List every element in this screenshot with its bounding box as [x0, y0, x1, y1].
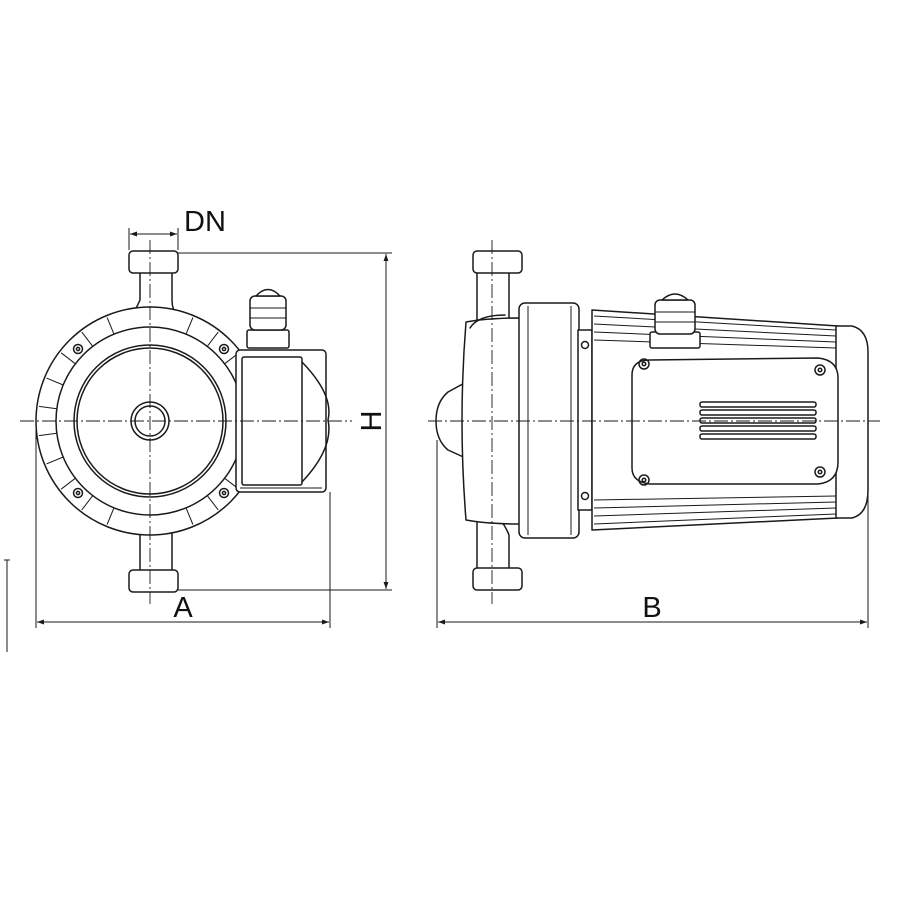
motor-fin	[593, 507, 837, 517]
nameplate	[631, 357, 839, 486]
dimension-dn: DN	[128, 206, 226, 250]
housing-rib	[106, 317, 115, 335]
terminal-box	[649, 293, 701, 349]
housing-rib	[60, 352, 76, 365]
housing-rib	[46, 377, 64, 386]
motor-fin	[593, 495, 837, 501]
motor-fin	[593, 513, 837, 525]
housing-bolts	[72, 343, 230, 499]
housing-rib	[60, 477, 76, 490]
housing-rib	[206, 331, 219, 347]
motor-fin	[593, 323, 837, 337]
housing-rib	[81, 495, 94, 511]
dimension-label-h: H	[356, 411, 388, 432]
motor-fin	[593, 501, 837, 509]
motor-fin	[593, 315, 837, 331]
motor-fins	[593, 315, 837, 525]
dimension-h: H	[178, 252, 392, 591]
dimension-a: A	[35, 430, 331, 628]
housing-rib	[81, 331, 94, 347]
vent-slots	[699, 401, 817, 440]
dimension-label-b: B	[642, 592, 661, 624]
housing-rib	[106, 507, 115, 525]
motor-fin	[593, 331, 837, 343]
dimension-label-dn: DN	[184, 206, 226, 238]
junction-box	[235, 288, 330, 493]
housing-rib	[185, 317, 194, 335]
dimension-label-a: A	[173, 592, 193, 624]
side-view	[428, 240, 880, 604]
housing-rib	[185, 507, 194, 525]
edge-mark	[4, 559, 10, 652]
housing-rib	[206, 495, 219, 511]
dimension-b: B	[436, 440, 869, 628]
housing-rib	[46, 456, 64, 465]
front-view	[20, 240, 352, 604]
housing-rib	[38, 405, 57, 410]
housing-rib	[38, 432, 57, 437]
motor-fin	[593, 339, 837, 349]
